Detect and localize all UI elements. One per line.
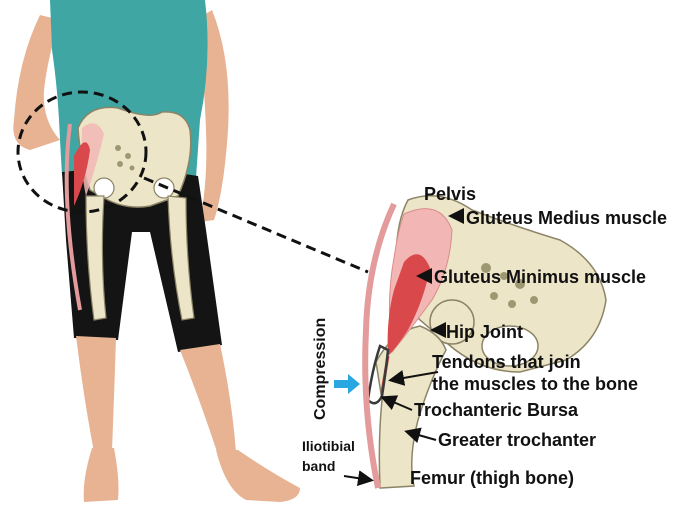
label-tendons-line2: the muscles to the bone <box>432 374 638 395</box>
label-iliotibial-line2: band <box>302 458 335 474</box>
compression-arrow <box>334 374 360 394</box>
label-gluteus-minimus: Gluteus Minimus muscle <box>434 267 646 288</box>
left-lower-leg <box>76 336 116 452</box>
label-hip-joint: Hip Joint <box>446 322 523 343</box>
label-gluteus-medius: Gluteus Medius muscle <box>466 208 667 229</box>
right-foot <box>216 450 300 502</box>
label-iliotibial-line1: Iliotibial <box>302 438 355 454</box>
label-trochanteric-bursa: Trochanteric Bursa <box>414 400 578 421</box>
label-greater-trochanter: Greater trochanter <box>438 430 596 451</box>
left-foot <box>84 448 119 502</box>
person-figure <box>13 0 300 502</box>
label-tendons-line1: Tendons that join <box>432 352 581 373</box>
label-pelvis: Pelvis <box>424 184 476 205</box>
label-femur: Femur (thigh bone) <box>410 468 574 489</box>
right-lower-leg <box>180 344 236 455</box>
label-compression: Compression <box>312 318 330 420</box>
